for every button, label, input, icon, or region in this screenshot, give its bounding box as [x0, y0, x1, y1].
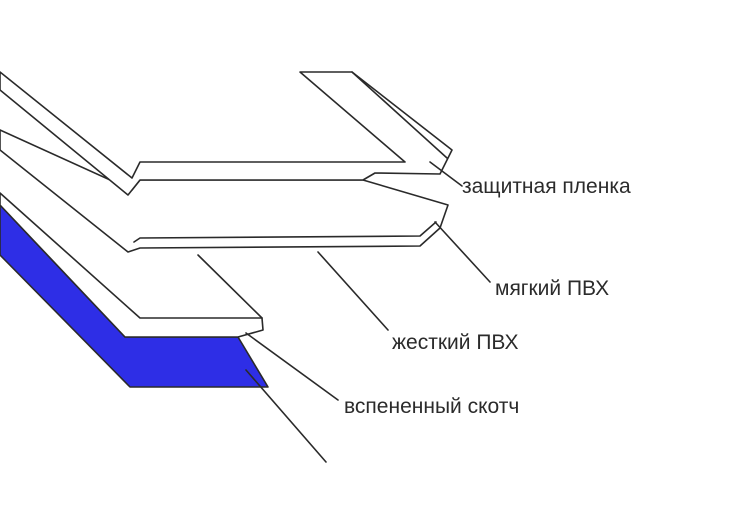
label-foam-tape: вспененный скотч — [344, 395, 520, 418]
rigid-pvc-layer — [0, 192, 264, 338]
leader-line-foam-tape-1 — [245, 332, 339, 401]
label-rigid-pvc: жесткий ПВХ — [392, 331, 519, 354]
protective-film-layer — [0, 71, 453, 196]
soft-pvc-layer — [0, 129, 449, 253]
leader-line-protective-film — [429, 161, 463, 187]
protective-film-ridge — [351, 71, 448, 159]
leader-line-rigid-pvc — [317, 251, 389, 331]
label-soft-pvc: мягкий ПВХ — [495, 277, 610, 300]
label-protective-film: защитная пленка — [462, 175, 631, 198]
rigid-pvc-top-edge — [197, 254, 263, 319]
soft-pvc-inner-line — [133, 221, 437, 243]
leader-line-soft-pvc — [434, 221, 491, 283]
leader-line-foam-tape-2 — [245, 369, 327, 463]
